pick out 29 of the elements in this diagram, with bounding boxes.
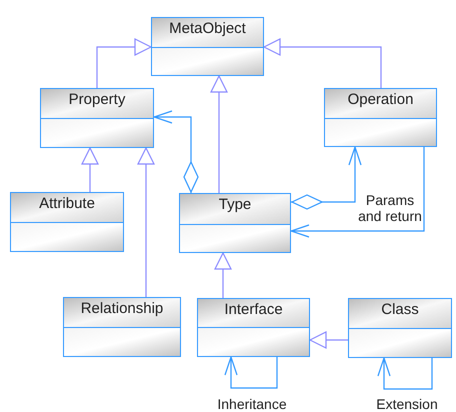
- class-box: [197, 298, 310, 357]
- association-arrow: [291, 146, 362, 210]
- association-arrow: [224, 356, 278, 389]
- generalization-arrow: [137, 147, 155, 297]
- class-name: Operation: [348, 90, 414, 109]
- generalization-arrow: [309, 331, 348, 349]
- class-name: Attribute: [39, 194, 95, 213]
- class-box: [63, 297, 181, 357]
- class-box: [324, 88, 437, 147]
- generalization-arrow: [210, 75, 228, 193]
- association-arrow: [153, 110, 199, 193]
- class-name: Type: [218, 195, 252, 214]
- class-box: [151, 17, 264, 76]
- association-arrow: [290, 147, 425, 238]
- edge-label: Params and return: [358, 192, 422, 224]
- generalization-arrow: [96, 38, 152, 88]
- class-name: Relationship: [80, 299, 164, 318]
- generalization-arrow: [263, 38, 382, 88]
- class-box: [40, 88, 154, 148]
- generalization-arrow: [214, 252, 232, 298]
- class-box: [348, 298, 452, 358]
- generalization-arrow: [81, 147, 99, 192]
- class-name: Interface: [224, 300, 283, 319]
- class-name: MetaObject: [169, 19, 246, 38]
- association-arrow: [377, 357, 433, 390]
- class-box: [179, 193, 291, 253]
- class-box: [10, 192, 124, 252]
- class-name: Property: [68, 90, 126, 109]
- class-name: Class: [381, 300, 419, 319]
